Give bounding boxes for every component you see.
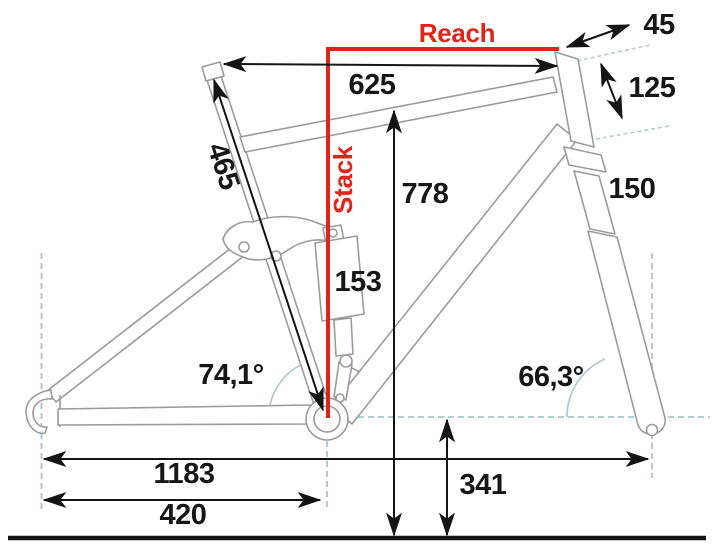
head-angle-arc <box>566 358 606 418</box>
bb-height-value: 341 <box>460 469 507 501</box>
standover-value: 778 <box>402 178 449 210</box>
rear-dropout <box>25 389 53 435</box>
reach-label: Reach <box>419 18 496 48</box>
chain-stay <box>57 404 316 426</box>
rocker-pivot-front <box>238 241 250 253</box>
top-tube-arrow <box>222 56 559 74</box>
head-bottom-guide <box>595 125 670 140</box>
chainstay-value: 420 <box>160 499 207 531</box>
fork-stanchion <box>573 170 616 235</box>
head-angle-value: 66,3° <box>518 361 584 393</box>
top-tube-value: 625 <box>349 69 396 101</box>
stem-value: 45 <box>643 9 675 41</box>
dimension-arrows <box>42 24 650 537</box>
wheelbase-value: 1183 <box>154 458 215 490</box>
reach-stack-lines <box>326 47 559 418</box>
head-top-guide <box>576 44 651 62</box>
seat-angle-value: 74,1° <box>198 359 264 391</box>
shock-top-eyelet <box>328 228 338 238</box>
head-tube-arrow <box>600 62 623 120</box>
fork-crown <box>563 146 607 173</box>
stack-label: Stack <box>328 145 358 214</box>
seatpost-top <box>201 61 225 82</box>
head-tube-value: 125 <box>629 72 676 104</box>
head-tube <box>554 51 595 148</box>
stem-arrow <box>565 24 631 48</box>
shock-lower-eyelet <box>339 354 353 368</box>
fork-lower-leg <box>587 230 666 436</box>
shock-shaft <box>333 317 354 357</box>
shock-value: 153 <box>335 266 382 298</box>
dimension-labels: Reach Stack 625 45 125 150 778 153 465 7… <box>154 9 677 531</box>
top-tube <box>239 76 558 153</box>
fork-value: 150 <box>609 173 656 205</box>
seat-tube-arrow <box>213 78 324 412</box>
front-dropout <box>645 423 659 437</box>
